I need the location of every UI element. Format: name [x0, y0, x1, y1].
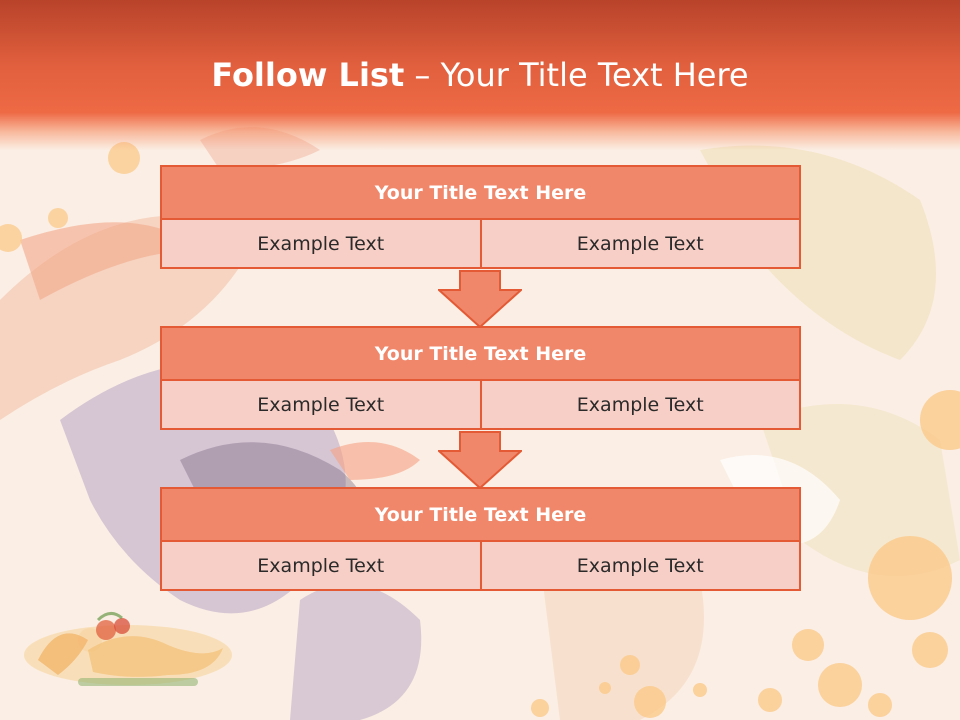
block-title: Your Title Text Here: [160, 487, 801, 542]
block-cell-right: Example Text: [481, 381, 801, 430]
down-arrow-icon: [438, 431, 522, 489]
block-cell-left: Example Text: [160, 220, 482, 269]
down-arrow-icon: [438, 270, 522, 328]
block-title: Your Title Text Here: [160, 326, 801, 381]
slide-title-bold: Follow List: [211, 56, 405, 94]
slide-title-rest: – Your Title Text Here: [404, 56, 749, 94]
follow-block-1: Your Title Text Here Example Text Exampl…: [160, 165, 801, 269]
block-title: Your Title Text Here: [160, 165, 801, 220]
logo-icon: [24, 612, 232, 686]
title-bar: [0, 0, 960, 150]
block-cell-left: Example Text: [160, 381, 482, 430]
block-cell-left: Example Text: [160, 542, 482, 591]
follow-block-2: Your Title Text Here Example Text Exampl…: [160, 326, 801, 430]
block-cell-right: Example Text: [481, 542, 801, 591]
follow-block-3: Your Title Text Here Example Text Exampl…: [160, 487, 801, 591]
slide-title: Follow List – Your Title Text Here: [0, 55, 960, 95]
block-cell-right: Example Text: [481, 220, 801, 269]
